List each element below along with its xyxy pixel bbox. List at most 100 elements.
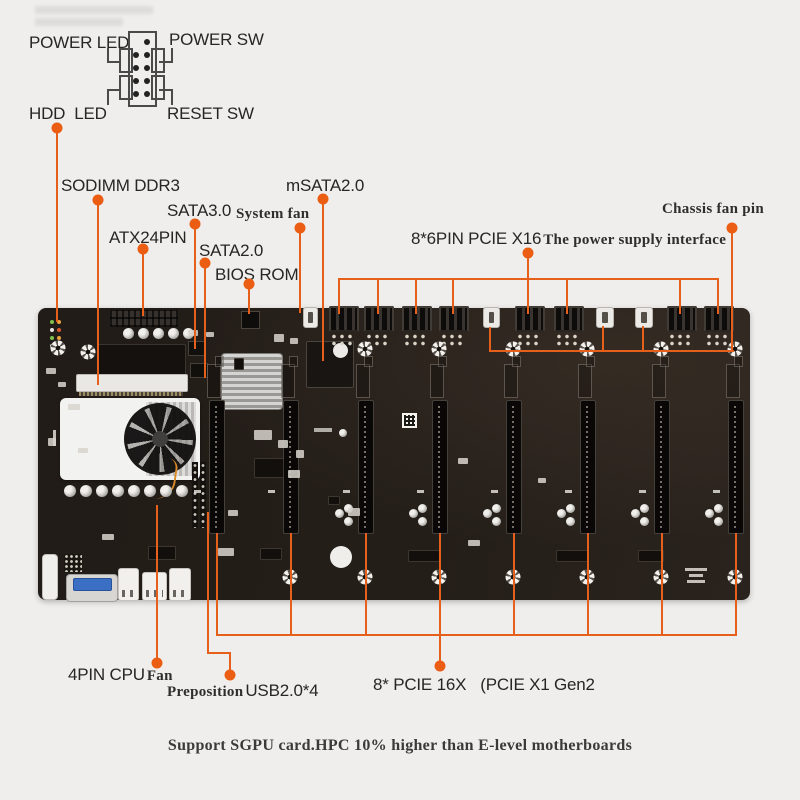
leader-line [415, 278, 417, 314]
slot-capacitor [492, 517, 501, 526]
screw-hole [727, 341, 743, 357]
legend-reset-sw-label: RESET SW [167, 104, 254, 123]
leader-line [513, 533, 515, 635]
slot-capacitor [566, 504, 575, 513]
smd-component [188, 330, 198, 336]
front-panel-pin [50, 320, 54, 324]
leader-line [452, 278, 454, 314]
atx-24pin-connector [110, 310, 178, 327]
pcie-slot-pins [660, 404, 662, 528]
smd-component [102, 534, 114, 540]
pcie-slot-pins [215, 404, 217, 528]
board-component [234, 358, 244, 370]
solder-pads [403, 333, 427, 347]
usb-port [142, 572, 167, 601]
pcie-slot-bracket [356, 364, 370, 398]
pcie-x16-slot [654, 400, 670, 534]
leader-line [527, 278, 529, 314]
screw-hole [579, 341, 595, 357]
leader-line [248, 283, 250, 314]
smd-component [296, 450, 304, 458]
cpu-fan [124, 403, 196, 475]
watermark [35, 18, 123, 26]
smd-component [46, 368, 56, 374]
pcie-slot-bracket-tab [215, 356, 224, 367]
pcie-x16-slot [432, 400, 448, 534]
callout-dot [51, 122, 63, 134]
pcie-slot-bracket [207, 364, 221, 398]
sodimm-ddr3-slot [76, 374, 188, 392]
slot-capacitor [557, 509, 566, 518]
slot-capacitor [631, 509, 640, 518]
callout-pcie-slots: 8* PCIE 16X (PCIE X1 Gen2 [373, 675, 595, 695]
leader-line [216, 533, 218, 635]
smd-component [58, 382, 66, 387]
slot-marking [565, 490, 572, 493]
leader-line [679, 278, 681, 314]
slot-marking [417, 490, 424, 493]
pcie-slot-pins [438, 404, 440, 528]
slot-capacitor [409, 509, 418, 518]
legend-power-sw-label: POWER SW [169, 30, 264, 49]
solder-pads [668, 333, 692, 347]
usb-port [118, 568, 139, 601]
smd-component [274, 334, 284, 342]
callout-usb: Preposition USB2.0*4 [167, 681, 319, 701]
pcie-slot-bracket-tab [438, 356, 447, 367]
board-marking [689, 574, 703, 577]
leader-line [207, 512, 209, 654]
legend-line [171, 89, 173, 105]
solder-pads [330, 333, 354, 347]
callout-psu-hand: The power supply interface [543, 232, 727, 248]
callout-psu: 8*6PIN PCIE X16 The power supply interfa… [411, 229, 726, 249]
io-plastic [42, 554, 58, 600]
screw-hole [357, 341, 373, 357]
leader-line [142, 248, 144, 316]
slot-capacitor [418, 517, 427, 526]
leader-line [377, 278, 379, 314]
fan-header [635, 307, 653, 328]
smd-component [78, 448, 88, 453]
pin-bracket [151, 48, 165, 73]
pcie-slot-bracket [652, 364, 666, 398]
slot-marking [343, 490, 350, 493]
leader-line [731, 228, 733, 352]
callout-pcie-slots-a: 8* PCIE 16X [373, 675, 467, 694]
callout-dot [726, 222, 738, 234]
slot-marking [713, 490, 720, 493]
leader-line [229, 652, 231, 676]
six-pin-power-connector [402, 306, 432, 332]
leader-line [587, 533, 589, 635]
vga-port [66, 574, 118, 602]
board-component [328, 496, 340, 505]
leader-line [204, 262, 206, 378]
pcie-x16-slot [283, 400, 299, 534]
leader-line [216, 634, 737, 636]
fan-header [596, 307, 614, 328]
com-header [64, 554, 82, 572]
pin-dot [133, 65, 139, 71]
usb-header-pins [192, 462, 198, 528]
callout-dot [137, 243, 149, 255]
board-component [254, 458, 284, 478]
smd-component [290, 338, 298, 344]
slot-capacitor [714, 517, 723, 526]
solder-pads [440, 333, 464, 347]
callout-dot [151, 657, 163, 669]
screw-hole [653, 341, 669, 357]
smd-component [458, 458, 468, 464]
six-pin-power-connector [439, 306, 469, 332]
board-component [638, 550, 664, 562]
capacitor [160, 485, 172, 497]
pcie-slot-bracket [504, 364, 518, 398]
callout-dot [294, 222, 306, 234]
pcie-x16-slot [580, 400, 596, 534]
six-pin-power-connector [329, 306, 359, 332]
slot-capacitor [705, 509, 714, 518]
callout-cpu-fan-hand: Fan [146, 668, 173, 684]
leader-line [527, 253, 529, 280]
pin-dot [133, 78, 139, 84]
slot-marking [194, 490, 201, 493]
solder-pads [705, 333, 729, 347]
screw-hole [80, 344, 96, 360]
